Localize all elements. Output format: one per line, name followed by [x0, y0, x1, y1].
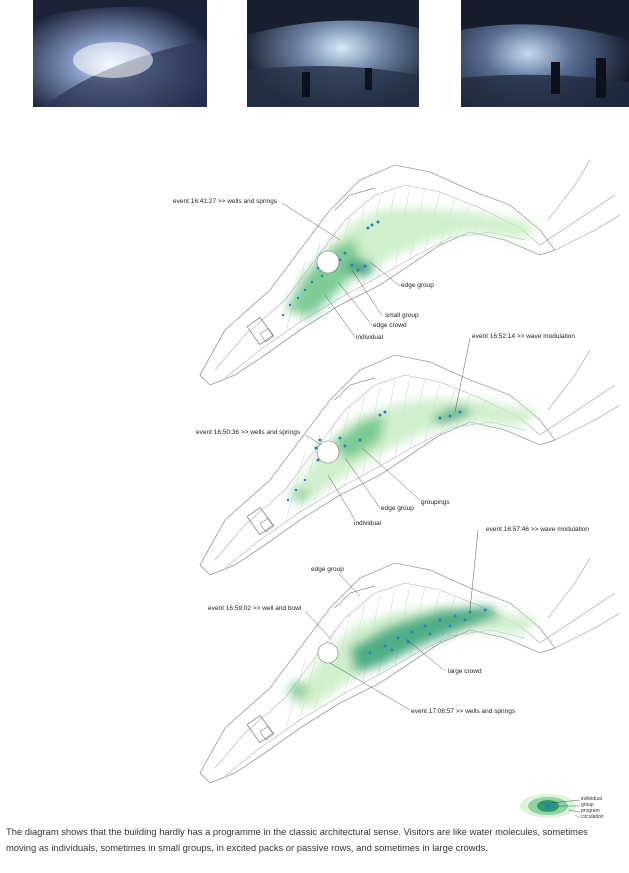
panel2-edge-group-label: edge group: [381, 505, 414, 512]
panel3-event-right-label: event 16:57:46 >> wave modulation: [486, 526, 589, 533]
legend-graphic: [520, 794, 581, 819]
panel3-event-bottom-label: event 17:06:57 >> wells and springs: [411, 708, 516, 715]
diagram-panel-3: [199, 529, 621, 784]
panel2-individual-label: individual: [354, 520, 382, 527]
legend-program: program: [581, 808, 600, 814]
diagram-panel-2: [199, 337, 621, 576]
panel2-event-left-label: event 16:50:36 >> wells and springs: [196, 429, 301, 436]
panel1-edge-crowd-label: edge crowd: [373, 322, 407, 329]
corridor-photo-1: [33, 0, 207, 107]
panel2-event-right-label: event 16:52:14 >> wave modulation: [472, 333, 575, 340]
corridor-photo-3: [461, 0, 629, 107]
legend-group: group: [581, 802, 594, 808]
legend-circulation: circulation: [581, 814, 604, 820]
caption: The diagram shows that the building hard…: [6, 826, 588, 853]
panel1-event-label: event 16:41:27 >> wells and springs: [173, 198, 278, 205]
panel1-small-group-label: small group: [385, 312, 419, 319]
panel3-event-left-label: event 16:59:02 >> well and bowl: [208, 605, 302, 612]
panel2-groupings-label: groupings: [421, 499, 450, 506]
legend-individual: individual: [581, 796, 602, 802]
panel3-large-crowd-label: large crowd: [448, 668, 482, 675]
panel1-edge-group-label: edge group: [401, 282, 434, 289]
panel1-individual-label: individual: [356, 334, 384, 341]
panel3-edge-group-label: edge group: [311, 566, 344, 573]
corridor-photo-2: [247, 0, 419, 107]
diagram-panel-1: [199, 159, 621, 386]
